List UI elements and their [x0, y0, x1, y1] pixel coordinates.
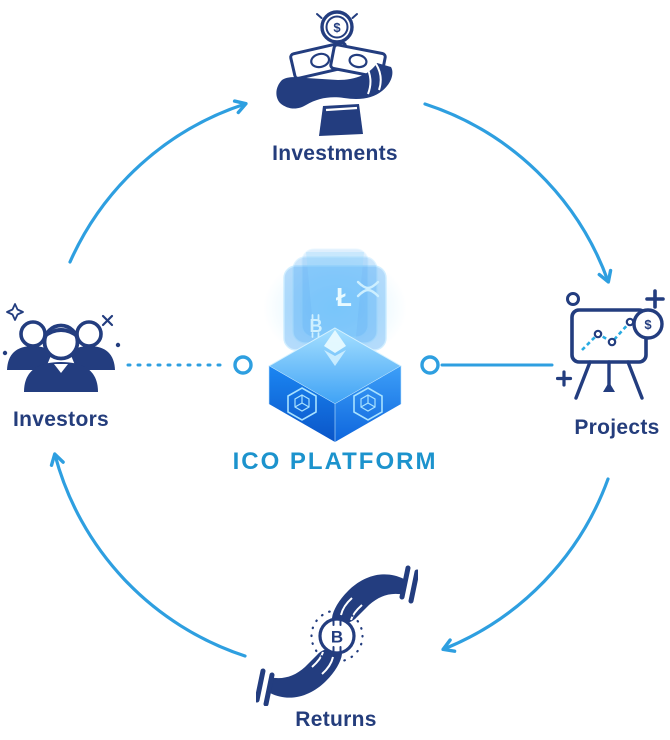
ethereum-symbol: [324, 330, 346, 366]
easel-legs: [574, 360, 644, 400]
arc-investors-to-investments: [68, 99, 248, 264]
bitcoin-ticks: [311, 314, 320, 338]
projects-icon: $: [556, 289, 665, 400]
plus-sign-left: [556, 370, 573, 387]
dotted-ring: [310, 609, 364, 663]
finger-lines: [365, 63, 382, 95]
returns-label: Returns: [295, 708, 377, 731]
returns-icon: B: [256, 564, 418, 706]
arc-investments-to-projects: [423, 102, 613, 284]
sparkle-dot: [115, 342, 121, 348]
dollar-symbol: $: [644, 317, 652, 332]
circle-accent: [566, 292, 580, 306]
coin-shine-ticks: [316, 13, 358, 19]
investors-icon: [2, 303, 121, 392]
projects-label: Projects: [574, 416, 660, 439]
person-front-head: [42, 323, 80, 361]
hologram-glow: [263, 254, 407, 362]
chart-point: [625, 317, 635, 327]
investors-label: Investors: [12, 408, 110, 431]
connector-ring-right: [420, 355, 440, 375]
bitcoin-symbol: B: [331, 628, 343, 647]
chart-point: [607, 337, 617, 347]
holding-hand: [276, 63, 393, 109]
hologram-screens: [283, 248, 387, 351]
person-left-head: [19, 320, 47, 348]
light-beam: [306, 252, 364, 358]
person-front-hair: [45, 328, 77, 338]
investments-icon: $: [276, 10, 393, 136]
bitcoin-coin: [318, 617, 356, 655]
person-right-body: [70, 346, 115, 370]
collar: [54, 364, 68, 373]
dollar-coin: [632, 308, 664, 340]
giving-hand-top: [332, 568, 417, 623]
sleeve: [319, 104, 363, 136]
hexagon-badge-right: [353, 387, 383, 421]
cube-left-face: [269, 366, 335, 442]
arc-projects-to-returns: [441, 477, 610, 653]
receiving-hand-bottom: [257, 649, 342, 704]
dollar-symbol: $: [333, 20, 341, 35]
chart-line: [581, 321, 631, 351]
sparkle-dot: [2, 350, 8, 356]
investments-label: Investments: [272, 142, 398, 165]
easel-foot: [603, 382, 615, 392]
sparkle-star-icon: [6, 303, 24, 321]
connector-ring-left: [233, 355, 253, 375]
ripple-symbol: [356, 280, 380, 298]
diagram-title: ICO PLATFORM: [232, 448, 438, 475]
hexagon-badge-left: [287, 387, 317, 421]
ico-platform-cube-icon: Ł B: [263, 248, 407, 442]
person-left-body: [7, 346, 52, 370]
banknotes: [289, 41, 387, 80]
bitcoin-symbol: B: [310, 316, 323, 336]
plus-sign-top: [645, 289, 665, 309]
arc-returns-to-investors: [49, 452, 247, 658]
cube-right-face: [335, 366, 401, 442]
sparkle-x-icon: [101, 314, 114, 327]
chart-point: [593, 329, 603, 339]
cube-edges: [268, 366, 402, 442]
litecoin-symbol: Ł: [336, 282, 352, 312]
bitcoin-ticks: [332, 620, 342, 652]
person-right-head: [75, 320, 103, 348]
person-front-body: [24, 362, 98, 392]
